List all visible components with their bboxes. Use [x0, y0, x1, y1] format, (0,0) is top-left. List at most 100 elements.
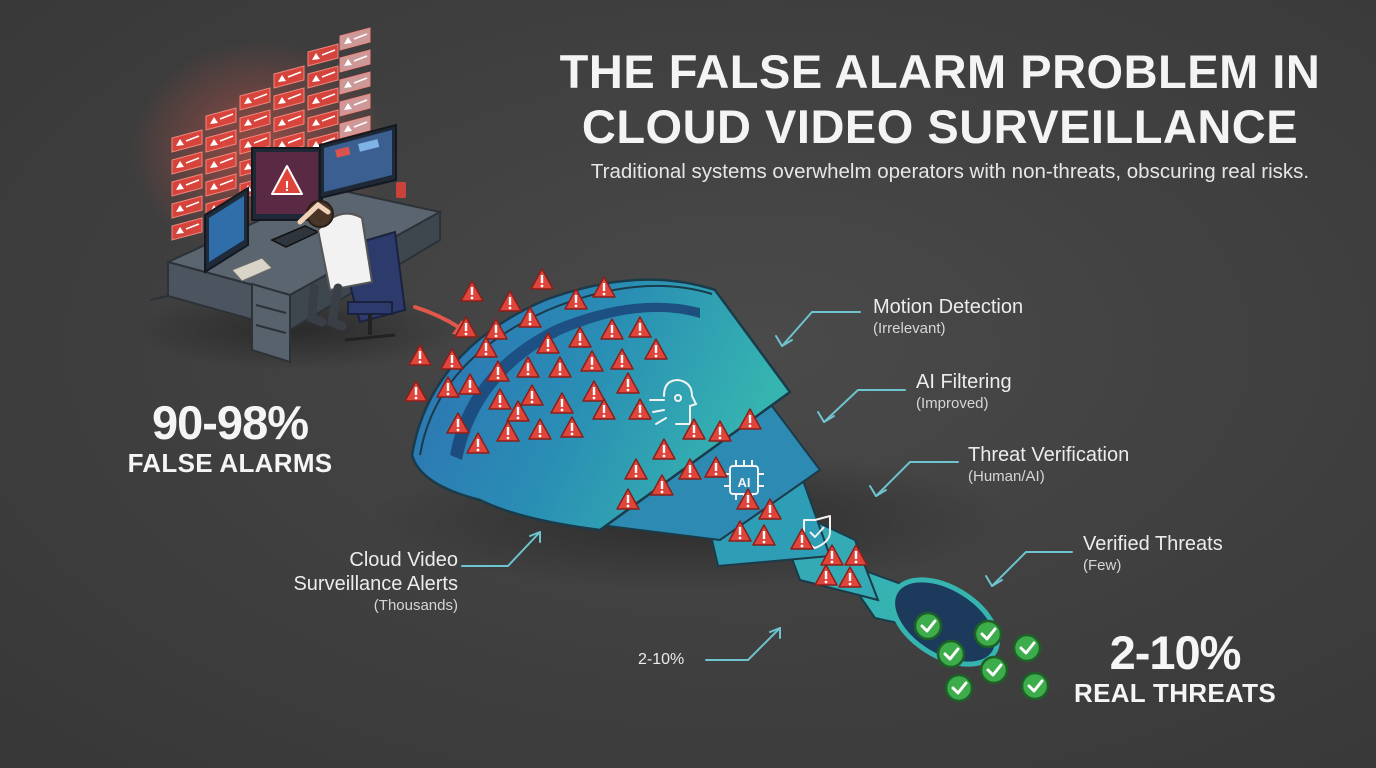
alert-card — [171, 173, 203, 197]
false-alarm-triangle — [704, 456, 728, 478]
false-alarm-triangle — [600, 318, 624, 340]
alert-card — [205, 173, 237, 197]
false-alarm-triangle — [820, 544, 844, 566]
false-alarm-triangle — [548, 356, 572, 378]
page-title: THE FALSE ALARM PROBLEM IN CLOUD VIDEO S… — [540, 44, 1340, 154]
false-alarm-triangle — [678, 458, 702, 480]
page-subtitle: Traditional systems overwhelm operators … — [590, 160, 1310, 183]
check-badge-icon — [936, 639, 966, 669]
check-badge-icon — [979, 655, 1009, 685]
false-alarm-triangle — [564, 288, 588, 310]
false-alarm-triangle — [460, 280, 484, 302]
false-alarm-triangle — [466, 432, 490, 454]
output-percent-value: 2-10% — [638, 651, 685, 668]
false-alarms-label: FALSE ALARMS — [127, 448, 333, 478]
verified-threats-note: (Few) — [1083, 557, 1122, 574]
alert-card — [205, 151, 237, 175]
false-alarm-triangle — [536, 332, 560, 354]
alert-card — [339, 27, 371, 51]
false-alarm-triangle — [408, 344, 432, 366]
false-alarm-triangle — [752, 524, 776, 546]
false-alarm-triangle — [458, 373, 482, 395]
false-alarm-triangle — [446, 412, 470, 434]
real-threats-stat: 2-10% REAL THREATS — [1060, 626, 1290, 709]
alert-card — [273, 65, 305, 89]
title-line-2: CLOUD VIDEO SURVEILLANCE — [581, 100, 1299, 153]
svg-text:AI: AI — [738, 475, 751, 490]
warning-icon: ! — [271, 165, 303, 195]
title-line-1: THE FALSE ALARM PROBLEM IN — [559, 45, 1321, 98]
threat-verification-label: Threat Verification (Human/AI) — [968, 443, 1129, 487]
false-alarm-triangle — [736, 488, 760, 510]
alert-card — [273, 87, 305, 111]
false-alarm-triangle — [560, 416, 584, 438]
threat-verification-title: Threat Verification — [968, 444, 1130, 466]
alert-card — [307, 109, 339, 133]
alert-card — [307, 43, 339, 67]
check-badge-icon — [944, 673, 974, 703]
check-badge-icon — [913, 611, 943, 641]
false-alarm-triangle — [498, 290, 522, 312]
false-alarm-triangle — [530, 268, 554, 290]
ai-filtering-label: AI Filtering (Improved) — [916, 370, 1012, 414]
false-alarm-triangle — [454, 316, 478, 338]
false-alarm-triangle — [484, 318, 508, 340]
alert-card — [171, 195, 203, 219]
false-alarm-triangle — [440, 348, 464, 370]
false-alarm-triangle — [844, 544, 868, 566]
alert-card — [171, 151, 203, 175]
verified-threats-label: Verified Threats (Few) — [1083, 532, 1223, 576]
false-alarm-triangle — [582, 380, 606, 402]
false-alarm-triangle — [652, 438, 676, 460]
false-alarm-triangle — [592, 398, 616, 420]
false-alarms-stat: 90-98% FALSE ALARMS — [110, 396, 350, 479]
ai-head-icon — [649, 378, 698, 425]
false-alarms-value: 90-98% — [152, 396, 309, 449]
verified-threats-title: Verified Threats — [1083, 533, 1223, 555]
alert-card — [307, 65, 339, 89]
false-alarm-triangle — [518, 306, 542, 328]
false-alarm-triangle — [506, 400, 530, 422]
false-alarm-triangle — [496, 420, 520, 442]
ai-filtering-note: (Improved) — [916, 395, 989, 412]
false-alarm-triangle — [404, 380, 428, 402]
check-badge-icon — [1020, 671, 1050, 701]
alert-card — [205, 129, 237, 153]
check-badge-icon — [973, 619, 1003, 649]
cloud-alerts-note: (Thousands) — [373, 597, 458, 614]
cloud-alerts-label: Cloud Video Surveillance Alerts (Thousan… — [268, 548, 458, 616]
false-alarm-triangle — [436, 376, 460, 398]
false-alarm-triangle — [616, 372, 640, 394]
output-percent-label: 2-10% — [638, 650, 684, 670]
false-alarm-triangle — [528, 418, 552, 440]
false-alarm-triangle — [682, 418, 706, 440]
cloud-alerts-title-1: Cloud Video — [349, 549, 458, 571]
funnel-alerts — [404, 268, 868, 588]
false-alarm-triangle — [758, 498, 782, 520]
real-threats-value: 2-10% — [1109, 626, 1242, 679]
monitor-right — [319, 123, 397, 200]
alert-card — [239, 109, 271, 133]
threat-verification-note: (Human/AI) — [968, 468, 1045, 485]
cloud-alerts-title-2: Surveillance Alerts — [293, 573, 458, 595]
false-alarm-triangle — [738, 408, 762, 430]
false-alarm-triangle — [520, 384, 544, 406]
false-alarm-triangle — [624, 458, 648, 480]
alert-card — [339, 49, 371, 73]
ai-filtering-title: AI Filtering — [916, 371, 1012, 393]
false-alarm-triangle — [474, 336, 498, 358]
false-alarm-triangle — [610, 348, 634, 370]
motion-detection-note: (Irrelevant) — [873, 320, 946, 337]
alert-card — [205, 107, 237, 131]
false-alarm-triangle — [592, 276, 616, 298]
alert-card — [307, 87, 339, 111]
monitor-left — [204, 186, 249, 274]
stressed-operator — [297, 200, 407, 342]
alert-card — [239, 131, 271, 155]
alert-card — [339, 115, 371, 139]
false-alarm-triangle — [650, 474, 674, 496]
false-alarm-triangle — [580, 350, 604, 372]
check-badge-icon — [1012, 633, 1042, 663]
alert-funnel: AI — [370, 268, 1050, 703]
